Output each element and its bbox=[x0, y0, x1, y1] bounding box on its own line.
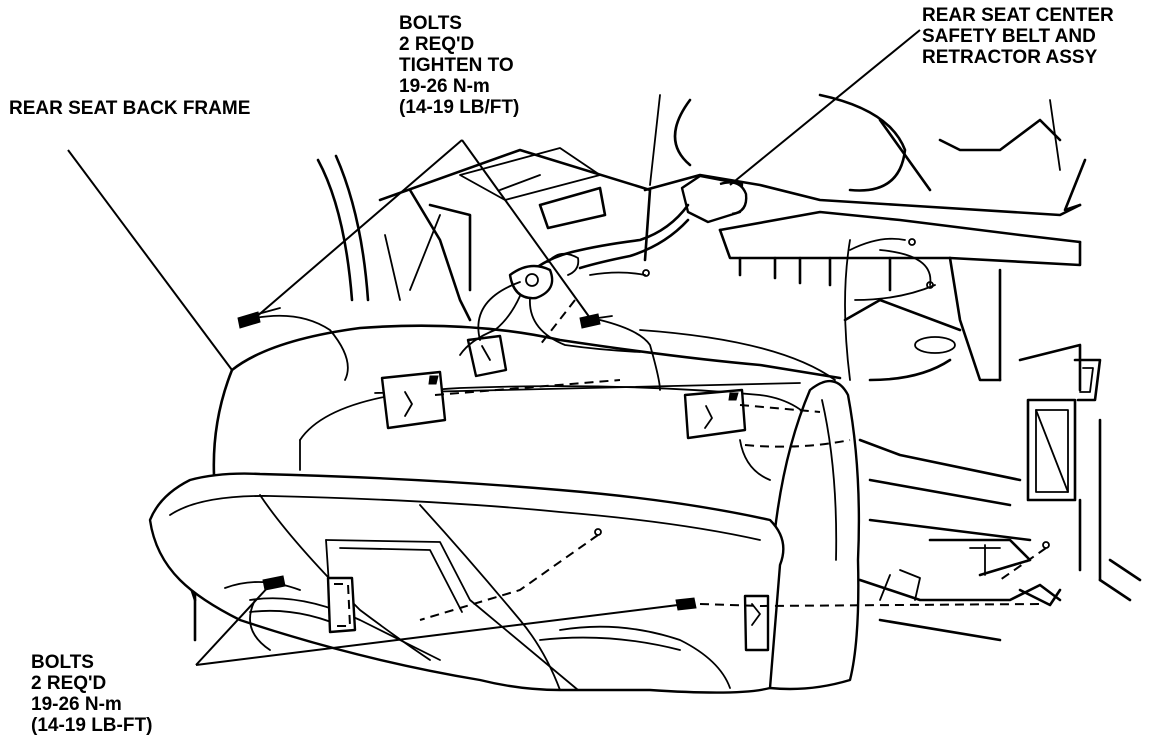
callout-line: RETRACTOR ASSY bbox=[922, 47, 1098, 68]
callout-line: 19-26 N-m bbox=[31, 694, 122, 715]
center-belt-retractor bbox=[459, 174, 836, 391]
leader-lines bbox=[67, 29, 921, 666]
callout-line: (14-19 LB-FT) bbox=[31, 715, 153, 736]
bolts bbox=[237, 238, 1050, 621]
cables bbox=[224, 237, 936, 651]
back-frame-callout: REAR SEAT BACK FRAME bbox=[9, 98, 250, 119]
callout-line: SAFETY BELT AND bbox=[922, 26, 1096, 47]
callout-line: TIGHTEN TO bbox=[399, 55, 514, 76]
bolt-icon bbox=[675, 597, 697, 611]
callout-line: BOLTS bbox=[31, 652, 94, 673]
callout-line: 19-26 N-m bbox=[399, 76, 490, 97]
rear-seat-back-frame bbox=[208, 314, 861, 691]
bolt-icon bbox=[579, 313, 613, 329]
callout-line: REAR SEAT BACK FRAME bbox=[9, 98, 251, 119]
bolt-icon bbox=[237, 307, 281, 329]
bottom-bolts-callout: BOLTS 2 REQ'D 19-26 N-m (14-19 LB-FT) bbox=[31, 652, 152, 736]
body-structure bbox=[173, 93, 1142, 642]
belt-retractor-callout: REAR SEAT CENTER SAFETY BELT AND RETRACT… bbox=[922, 5, 1114, 68]
top-bolts-callout: BOLTS 2 REQ'D TIGHTEN TO 19-26 N-m (14-1… bbox=[399, 13, 519, 118]
callout-line: (14-19 LB/FT) bbox=[399, 97, 520, 118]
callout-line: 2 REQ'D bbox=[31, 673, 107, 694]
callout-line: BOLTS bbox=[399, 13, 462, 34]
callout-line: REAR SEAT CENTER bbox=[922, 5, 1114, 26]
callout-line: 2 REQ'D bbox=[399, 34, 475, 55]
rear-seat-cushion bbox=[148, 472, 785, 694]
